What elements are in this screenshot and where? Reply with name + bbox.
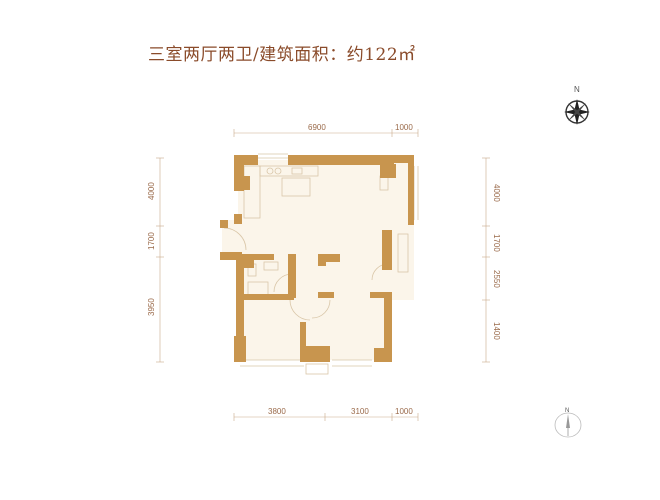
dim-left-2: 1700 bbox=[147, 232, 156, 250]
dim-top-1: 6900 bbox=[308, 123, 326, 132]
door-swing bbox=[223, 227, 247, 251]
stove-icon bbox=[266, 167, 274, 175]
door-swing bbox=[289, 299, 311, 321]
dim-bottom-3: 1000 bbox=[395, 407, 413, 416]
dim-bottom-2: 3100 bbox=[351, 407, 369, 416]
kitchen-counter bbox=[243, 165, 261, 219]
dimension-labels: 6900 1000 3800 3100 1000 4000 1700 3950 … bbox=[147, 123, 501, 416]
compass-icon: N bbox=[564, 85, 590, 125]
dining-table bbox=[281, 177, 311, 197]
dim-top-2: 1000 bbox=[395, 123, 413, 132]
washbasin-icon bbox=[263, 261, 279, 271]
dim-right-4: 1400 bbox=[492, 322, 501, 340]
walls bbox=[220, 155, 414, 362]
dim-left-1: 4000 bbox=[147, 182, 156, 200]
dim-right-3: 2550 bbox=[492, 270, 501, 288]
small-compass-icon: N bbox=[554, 408, 582, 438]
dim-right-2: 1700 bbox=[492, 234, 501, 252]
door-swing bbox=[311, 299, 331, 319]
window-bottom bbox=[305, 363, 329, 375]
small-compass-north-label: N bbox=[565, 408, 569, 414]
dimension-lines bbox=[156, 129, 490, 421]
sink-icon bbox=[291, 167, 303, 175]
dim-bottom-1: 3800 bbox=[268, 407, 286, 416]
dim-left-3: 3950 bbox=[147, 298, 156, 316]
compass-north-label: N bbox=[574, 85, 580, 94]
plan-title: 三室两厅两卫/建筑面积：约122㎡ bbox=[148, 45, 416, 65]
dim-right-1: 4000 bbox=[492, 184, 501, 202]
stove-icon bbox=[274, 167, 282, 175]
balcony-rail bbox=[397, 233, 409, 273]
kitchen-counter-top bbox=[259, 165, 319, 177]
